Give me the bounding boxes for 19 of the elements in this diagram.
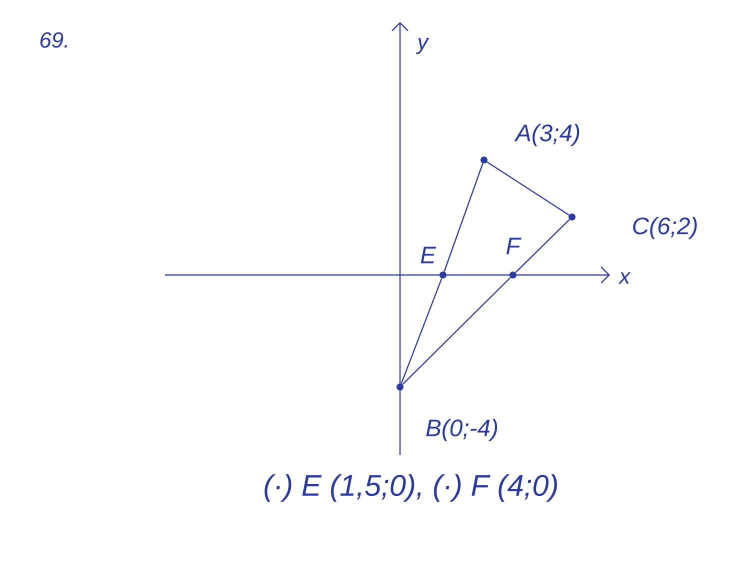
point-label: F: [506, 238, 522, 254]
line-segment: [444, 163, 484, 272]
point-label: C(6;2): [633, 216, 697, 240]
problem-number: 69.: [40, 32, 67, 48]
point: [440, 272, 446, 278]
point: [568, 214, 576, 220]
point: [510, 272, 516, 278]
point-label: E: [420, 246, 436, 264]
line-segment: [400, 278, 442, 384]
point: [396, 384, 404, 390]
point-label: B(0;-4): [426, 418, 498, 442]
line-segment: [486, 162, 570, 216]
axis-label: y: [416, 38, 430, 54]
line-segment: [402, 277, 511, 385]
point: [480, 156, 488, 164]
point-label: A(3;4): [514, 124, 580, 146]
axis-label: x: [618, 272, 631, 284]
answer-text: (·) E (1,5;0), (·) F (4;0): [264, 474, 557, 502]
line-segment: [515, 219, 570, 273]
